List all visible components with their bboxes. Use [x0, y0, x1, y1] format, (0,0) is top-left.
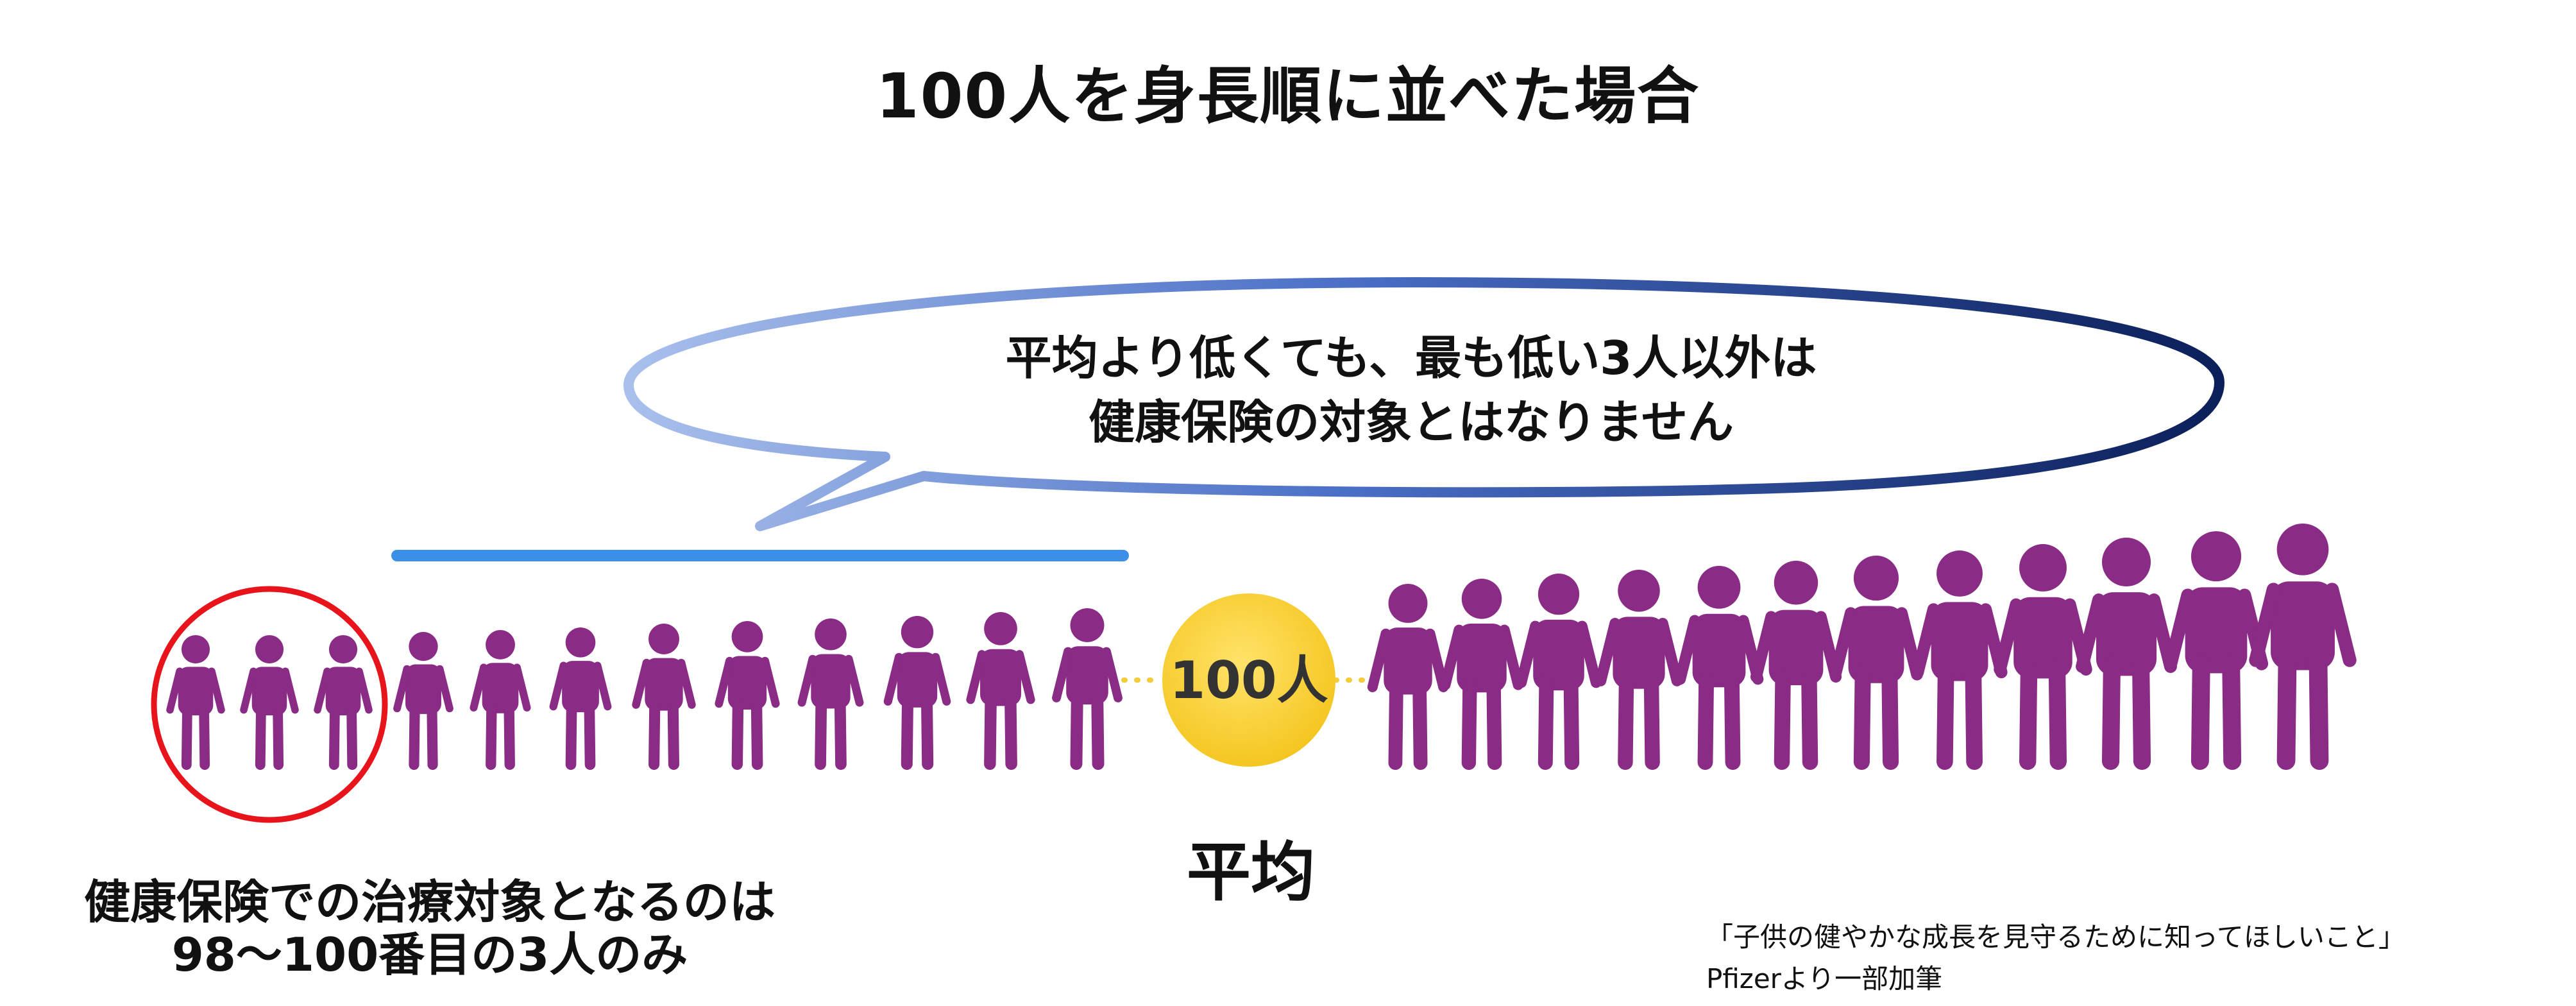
person-icon — [1994, 544, 2092, 771]
average-label: 平均 — [1187, 835, 1315, 910]
person-icon — [1516, 574, 1602, 771]
person-icon — [1911, 550, 2008, 771]
person-icon — [632, 624, 696, 770]
person-icon — [1750, 561, 1842, 771]
highlight-circle — [151, 586, 388, 823]
person-icon — [166, 635, 225, 770]
count-badge-label: 100人 — [1170, 651, 1328, 710]
person-icon — [314, 635, 373, 770]
speech-bubble — [623, 277, 2224, 531]
range-bar — [391, 550, 1129, 561]
note-line-2: 98〜100番目の3人のみ — [171, 928, 688, 982]
note-line-1: 健康保険での治療対象となるのは — [84, 875, 775, 929]
diagram-title: 100人を身長順に並べた場合 — [876, 60, 1700, 132]
bubble-line-2: 健康保険の対象とはなりません — [1089, 395, 1734, 449]
person-icon — [1829, 556, 1923, 770]
person-icon — [715, 621, 780, 771]
person-icon — [2076, 538, 2177, 771]
source-line-2: Pfizerより一部加筆 — [1706, 963, 1943, 994]
bubble-line-1: 平均より低くても、最も低い3人以外は — [1005, 331, 1817, 385]
person-icon — [2164, 531, 2269, 771]
figures-row — [166, 524, 2357, 771]
person-icon — [1440, 579, 1523, 770]
person-icon — [240, 635, 299, 770]
person-icon — [1052, 608, 1123, 771]
person-icon — [393, 632, 453, 770]
person-icon — [1674, 566, 1764, 770]
person-icon — [1367, 584, 1449, 770]
source-line-1: 「子供の健やかな成長を見守るために知ってほしいこと」 — [1706, 921, 2405, 953]
person-icon — [966, 612, 1035, 771]
person-icon — [470, 630, 531, 770]
count-badge — [1162, 593, 1335, 767]
person-icon — [1595, 570, 1683, 771]
person-icon — [2249, 524, 2357, 770]
person-icon — [883, 616, 951, 770]
person-icon — [797, 618, 864, 771]
person-icon — [549, 627, 612, 771]
